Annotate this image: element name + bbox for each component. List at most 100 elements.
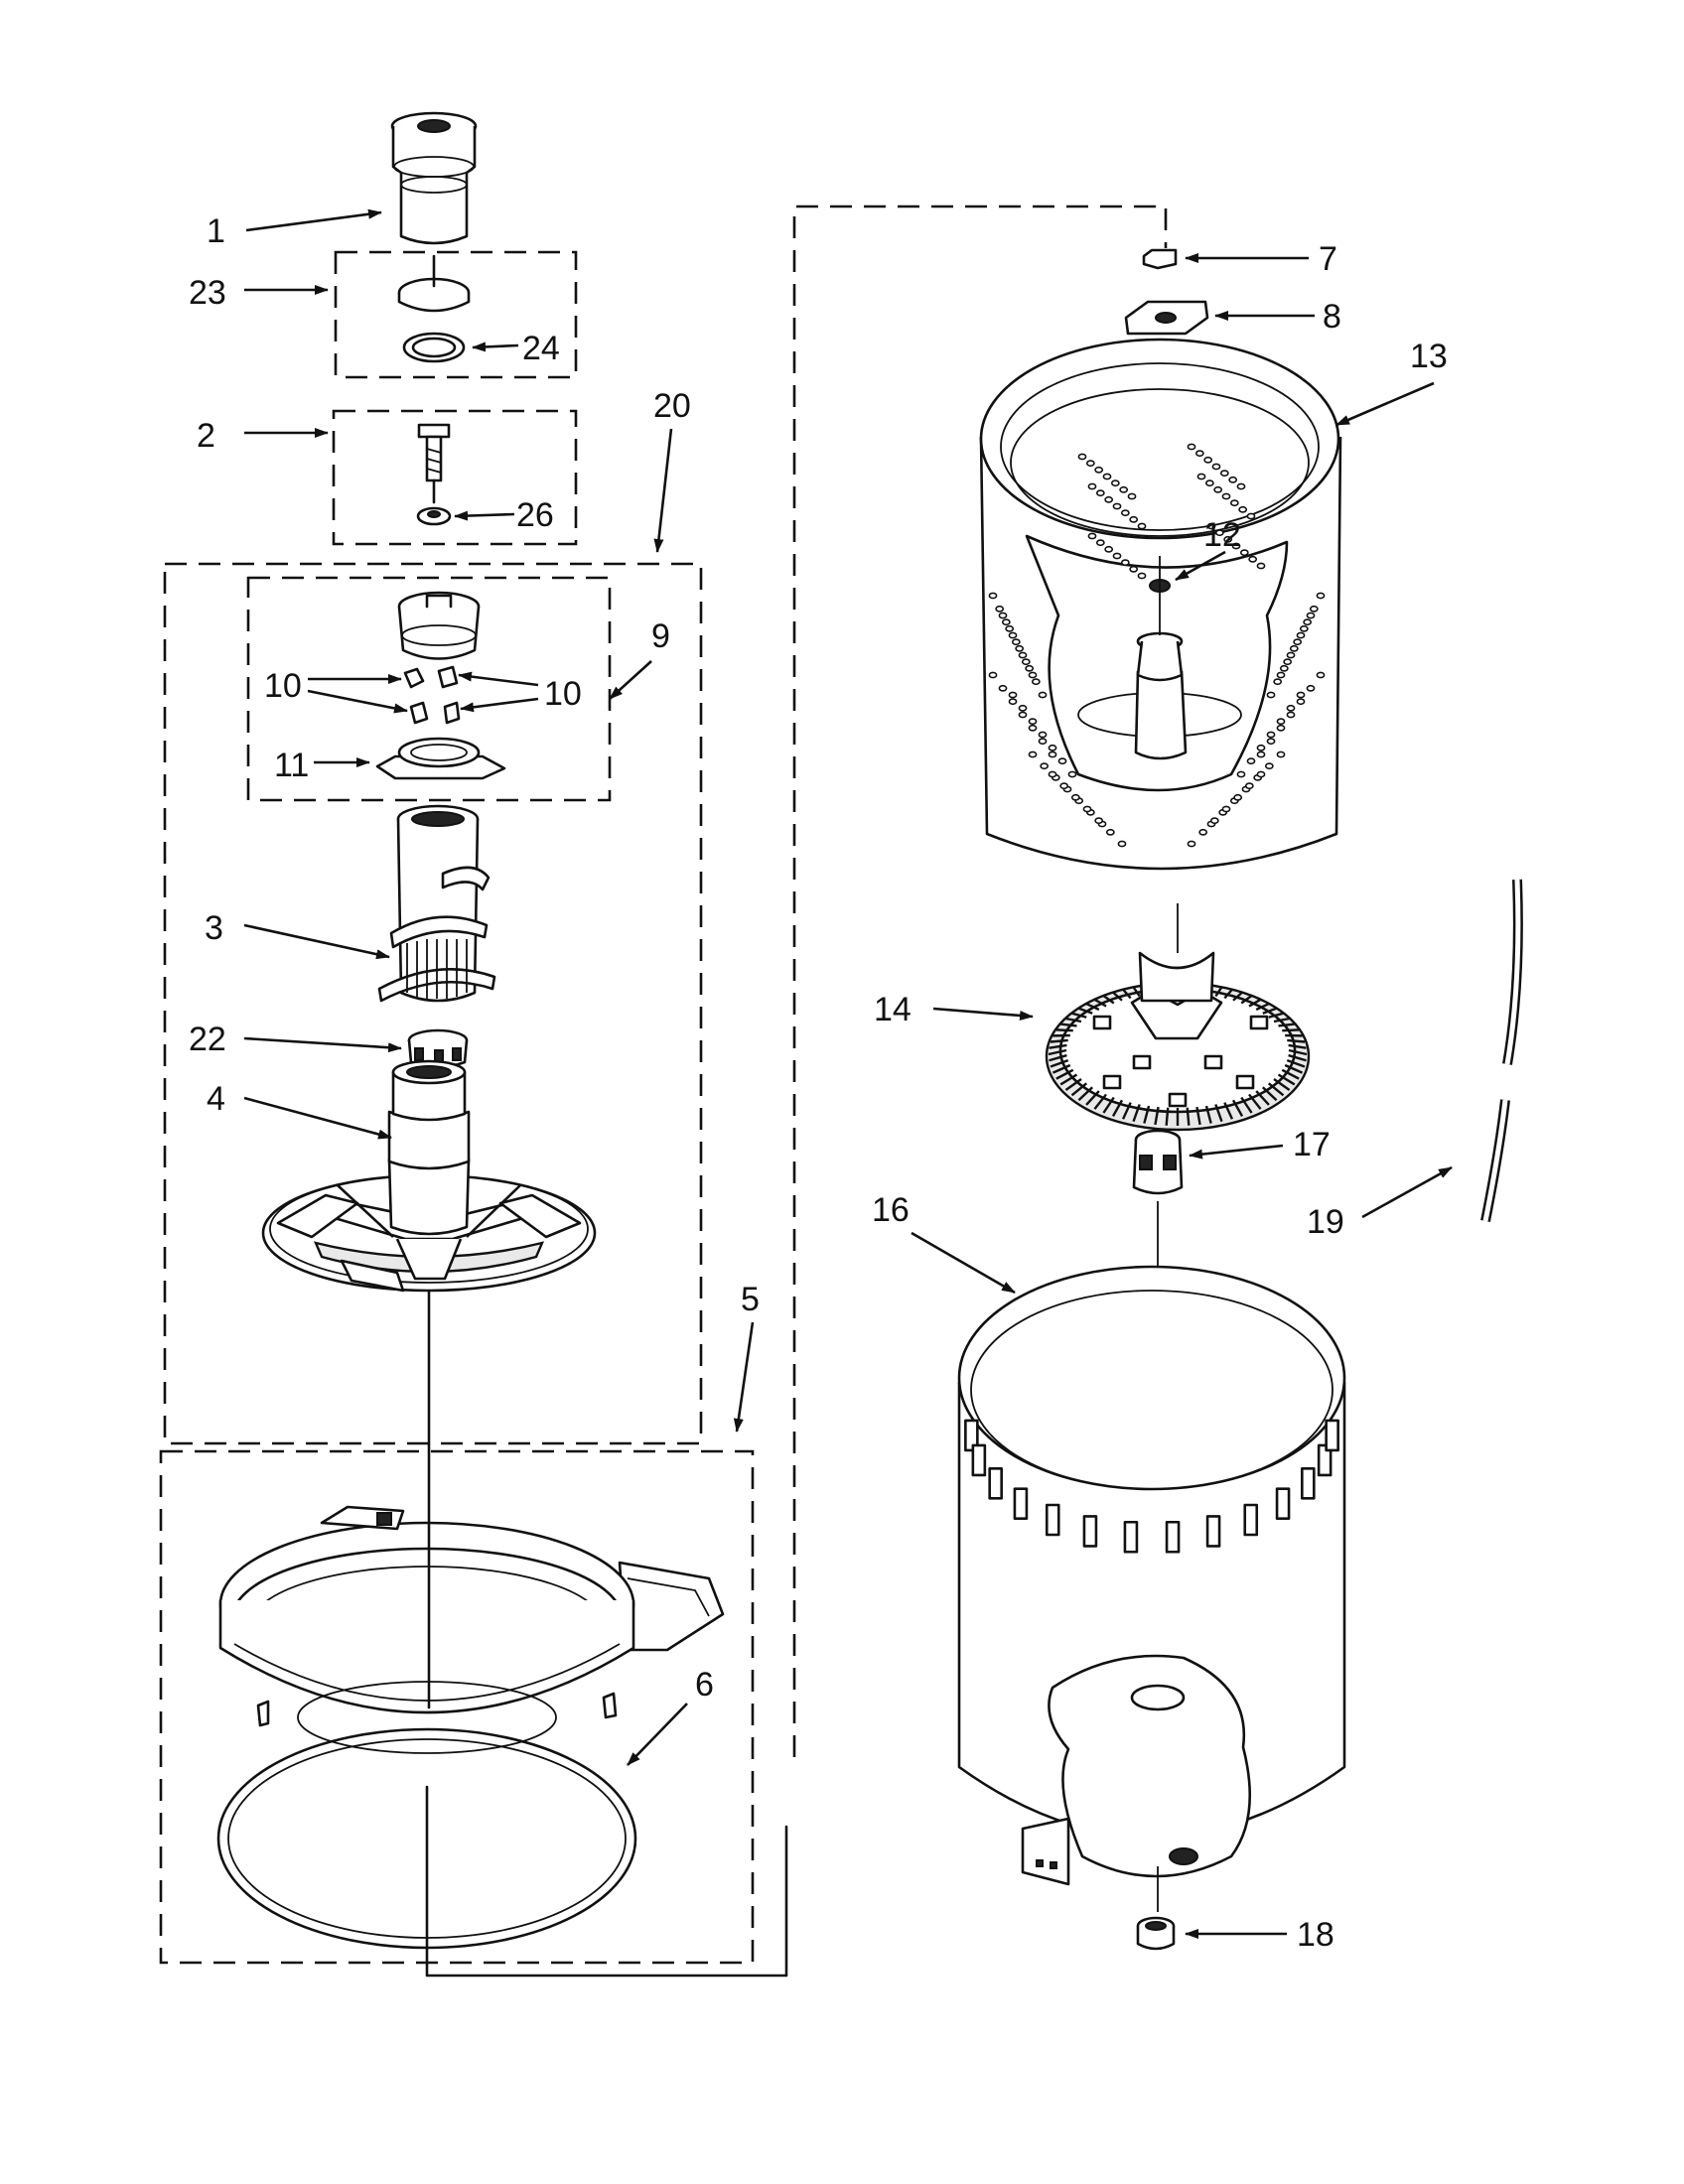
impeller-lug: [1092, 1015, 1112, 1030]
perforation-hole: [1129, 565, 1139, 573]
perforation-hole: [1038, 691, 1048, 699]
perforation-hole: [995, 605, 1005, 613]
perforation-hole: [1038, 731, 1048, 739]
perforation-hole: [1038, 738, 1048, 746]
impeller-fin: [1240, 995, 1253, 1005]
part-17-coupler: [1132, 1129, 1184, 1569]
perforation-hole: [1028, 724, 1038, 732]
callout-6: 6: [695, 1666, 714, 1704]
perforation-hole: [1221, 492, 1231, 500]
perforation-hole: [1095, 489, 1105, 497]
impeller-fin: [1121, 1102, 1132, 1120]
part-8-plate: [1124, 300, 1209, 336]
arrow-3: [243, 923, 390, 960]
part-9-cam: [397, 591, 481, 660]
part-16-outer-tub: [957, 1265, 1346, 1912]
part-23-cap-insert: [397, 254, 471, 313]
callout-16: 16: [872, 1191, 910, 1229]
impeller-fin: [1077, 1086, 1094, 1102]
impeller-fin: [1165, 1107, 1170, 1126]
impeller-fin: [1065, 1017, 1082, 1024]
arrow-10b-bot: [460, 697, 539, 713]
arrow-16: [911, 1231, 1016, 1295]
impeller-fin: [1281, 1068, 1300, 1080]
perforation-hole: [1256, 562, 1266, 570]
impeller-fin: [1154, 1106, 1160, 1126]
perforation-hole: [1296, 631, 1306, 639]
callout-13: 13: [1410, 338, 1448, 375]
tub-rim-tab: [1082, 1515, 1098, 1548]
part-7-clip: [1142, 248, 1178, 270]
perforation-hole: [1057, 757, 1067, 765]
impeller-fin: [1288, 1053, 1307, 1062]
perforation-hole: [1018, 704, 1028, 712]
callout-5: 5: [741, 1281, 760, 1318]
arrow-1: [245, 208, 382, 232]
impeller-fin: [1078, 1007, 1093, 1015]
impeller-fin: [1111, 1099, 1124, 1117]
impeller-fin: [1093, 998, 1107, 1008]
perforation-hole: [1293, 638, 1303, 646]
callout-22: 22: [189, 1021, 226, 1058]
perforation-hole: [1233, 793, 1243, 801]
leader-5-route: [792, 205, 1168, 1757]
perforation-hole: [998, 612, 1008, 619]
perforation-hole: [1244, 782, 1254, 790]
callout-24: 24: [522, 330, 560, 367]
impeller-fin: [1132, 986, 1141, 998]
perforation-hole: [1316, 592, 1326, 600]
perforation-hole: [1299, 624, 1309, 632]
perforation-hole: [1028, 671, 1038, 679]
callout-3: 3: [205, 909, 223, 947]
callout-9: 9: [651, 617, 670, 655]
perforation-hole: [1015, 644, 1025, 652]
impeller-fin: [1278, 1023, 1295, 1027]
group-box-2: [332, 409, 578, 546]
perforation-hole: [1048, 744, 1057, 751]
impeller-fin: [1261, 1086, 1278, 1102]
tub-rim-tab: [1165, 1520, 1181, 1554]
tub-rim-tab: [1325, 1419, 1339, 1452]
callout-8: 8: [1323, 298, 1341, 336]
callout-7: 7: [1319, 240, 1337, 278]
perforation-hole: [1117, 840, 1127, 848]
perforation-hole: [1025, 664, 1035, 672]
perforation-hole: [1229, 499, 1239, 507]
tub-rim-tabs: [964, 1419, 1339, 1554]
callout-11: 11: [274, 747, 309, 784]
perforation-hole: [1213, 485, 1223, 493]
perforation-hole: [1256, 770, 1266, 778]
callout-10-right: 10: [544, 675, 582, 713]
impeller-lug: [1249, 1015, 1269, 1030]
impeller-fin: [1050, 1058, 1069, 1068]
impeller-fin: [1287, 1038, 1306, 1043]
part-18-plug: [1136, 1916, 1176, 1951]
arrow-10a-bot: [307, 689, 408, 714]
perforation-hole: [1011, 638, 1021, 646]
perforation-hole: [1082, 805, 1092, 813]
impeller-fin: [1248, 1093, 1262, 1110]
perforation-hole: [1112, 502, 1122, 510]
impeller-fin: [1102, 1096, 1115, 1114]
perforation-hole: [1040, 762, 1050, 770]
tub-rim-tab: [1301, 1467, 1316, 1500]
impeller-fin: [1055, 1028, 1073, 1032]
impeller-fin: [1204, 1105, 1212, 1124]
impeller-fin: [1064, 1078, 1082, 1091]
callout-20: 20: [653, 387, 691, 425]
perforation-hole: [1223, 535, 1233, 543]
perforation-hole: [1276, 671, 1286, 679]
perforation-hole: [1095, 539, 1105, 547]
perforation-hole: [998, 684, 1008, 692]
perforation-hole: [1048, 751, 1057, 758]
tub-rim-tab: [988, 1467, 1003, 1500]
perforation-hole: [1187, 840, 1196, 848]
perforation-hole: [1266, 731, 1276, 739]
perforation-hole: [1102, 473, 1112, 480]
impeller-fin: [1049, 1043, 1067, 1049]
group-box-20: [163, 562, 703, 1445]
tub-rim-tab: [1243, 1503, 1259, 1537]
impeller-fin: [1255, 1090, 1270, 1106]
perforation-hole: [1112, 552, 1122, 560]
part-2-bolt: [417, 423, 451, 504]
